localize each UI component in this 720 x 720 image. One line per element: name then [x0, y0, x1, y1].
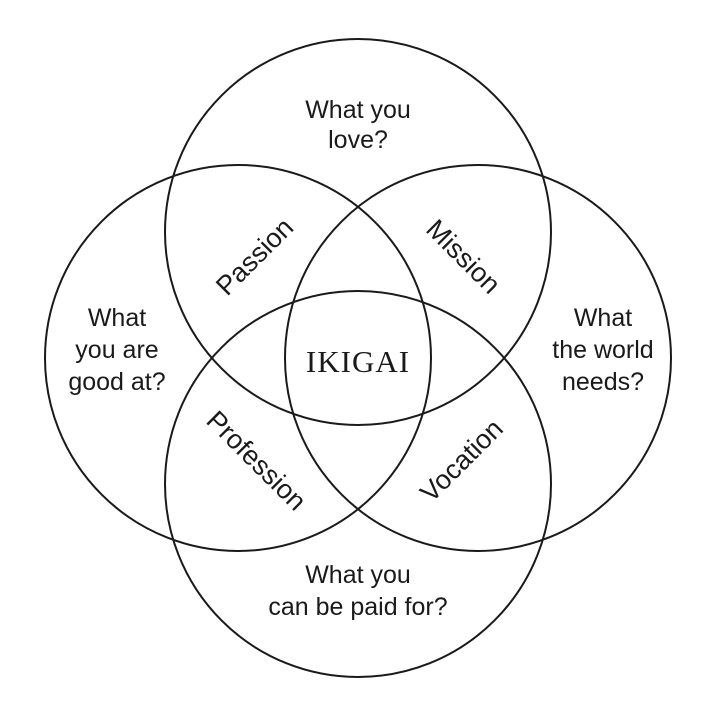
world-needs-line-3: needs? [562, 368, 644, 396]
circle-paid-for [164, 290, 552, 678]
good-at-line-2: you are [75, 336, 158, 364]
circle-love [164, 38, 552, 426]
mission-label: Mission [420, 214, 506, 300]
good-at-line-1: What [88, 304, 146, 332]
love-line-2: love? [328, 126, 388, 154]
vocation-label: Vocation [414, 413, 508, 507]
world-needs-line-2: the world [552, 336, 653, 364]
good-at-line-3: good at? [68, 368, 165, 396]
ikigai-center-label: IKIGAI [306, 344, 410, 379]
passion-label: Passion [210, 212, 299, 301]
circle-good-at [44, 164, 432, 552]
paid-for-line-2: can be paid for? [268, 593, 447, 621]
world-needs-line-1: What [574, 304, 632, 332]
paid-for-line-1: What you [305, 561, 411, 589]
circle-world-needs [284, 164, 672, 552]
love-line-1: What you [305, 96, 411, 124]
